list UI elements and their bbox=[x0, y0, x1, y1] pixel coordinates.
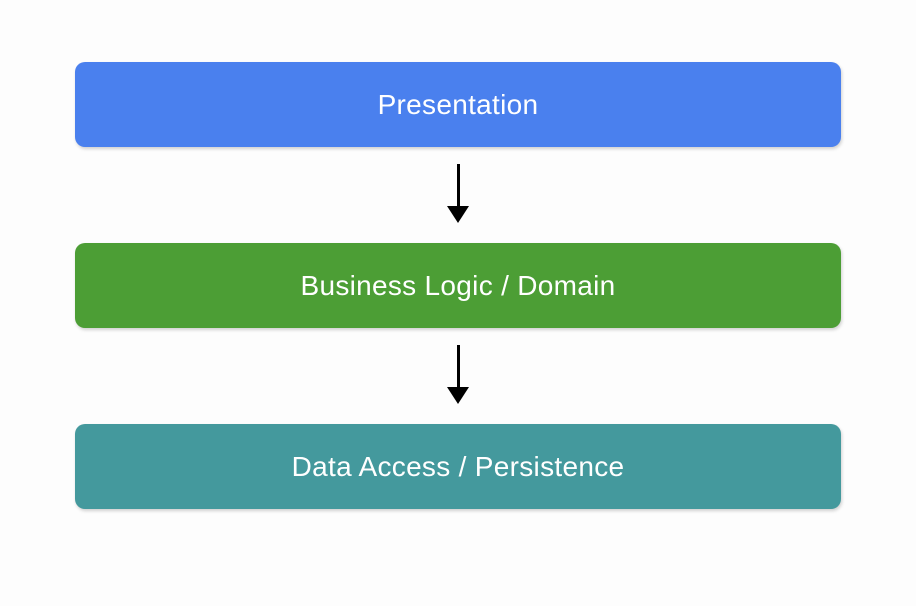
arrow-down-icon bbox=[447, 345, 469, 404]
layer-box-presentation: Presentation bbox=[75, 62, 841, 147]
layer-label-data-access: Data Access / Persistence bbox=[291, 450, 625, 482]
arrow-head bbox=[447, 206, 469, 223]
layer-box-data-access: Data Access / Persistence bbox=[75, 424, 841, 509]
arrow-shaft bbox=[456, 345, 460, 387]
layer-label-presentation: Presentation bbox=[377, 88, 539, 120]
layer-label-business-logic: Business Logic / Domain bbox=[300, 269, 616, 301]
arrow-head bbox=[447, 387, 469, 404]
arrow-down-icon bbox=[447, 164, 469, 223]
layer-box-business-logic: Business Logic / Domain bbox=[75, 243, 841, 328]
arrow-shaft bbox=[456, 164, 460, 206]
